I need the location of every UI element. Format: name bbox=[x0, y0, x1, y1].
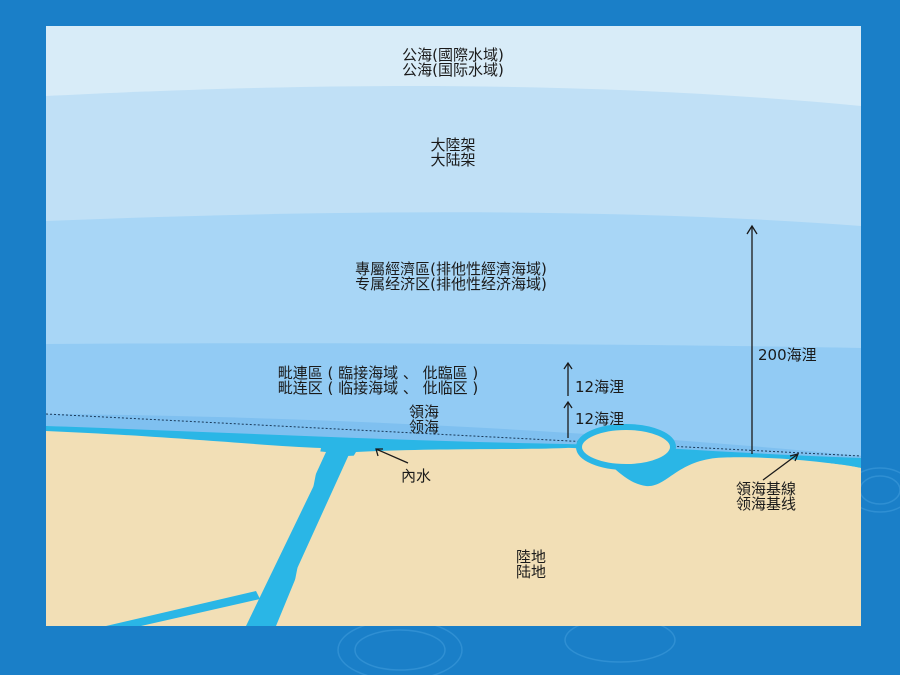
eez-label-traditional: 專屬經濟區(排他性經濟海域) bbox=[355, 260, 547, 278]
land-area-main bbox=[276, 452, 861, 626]
diagram-graphics bbox=[46, 86, 861, 626]
eez-label: 專屬經濟區(排他性經濟海域) 专属经济区(排他性经济海域) bbox=[251, 262, 651, 292]
territorial-sea-label-traditional: 領海 bbox=[408, 403, 439, 421]
contiguous-distance-label: 12海浬 bbox=[575, 378, 625, 396]
territorial-arrow-head bbox=[563, 400, 573, 409]
territorial-sea-label-simplified: 领海 bbox=[408, 418, 439, 436]
baseline-pointer bbox=[762, 453, 799, 481]
territorial-distance-label: 12海浬 bbox=[575, 410, 625, 428]
contiguous-zone-label-simplified: 毗连区 ( 临接海域 、 仳临区 ) bbox=[277, 379, 479, 397]
territorial-sea-outer-dashed-line bbox=[46, 413, 861, 457]
land-area-west bbox=[46, 434, 326, 626]
continental-shelf-label-simplified: 大陆架 bbox=[430, 151, 476, 169]
internal-waters-label: 內水 bbox=[381, 469, 451, 484]
contiguous-arrow-head bbox=[563, 361, 573, 370]
land-label: 陸地 陆地 bbox=[491, 550, 571, 580]
territorial-sea-label: 領海 领海 bbox=[384, 405, 464, 435]
baseline-label: 領海基線 领海基线 bbox=[686, 482, 846, 512]
baseline-pointer-head bbox=[789, 453, 800, 462]
high-seas-label: 公海(國際水域) 公海(国际水域) bbox=[333, 48, 573, 78]
baseline-label-traditional: 領海基線 bbox=[735, 480, 796, 498]
continental-shelf-label-traditional: 大陸架 bbox=[430, 136, 476, 154]
contiguous-zone-label-traditional: 毗連區 ( 臨接海域 、 仳臨區 ) bbox=[277, 364, 479, 382]
high-seas-label-simplified: 公海(国际水域) bbox=[402, 61, 504, 79]
continental-shelf-label: 大陸架 大陆架 bbox=[393, 138, 513, 168]
internal-waters-pointer bbox=[375, 448, 409, 464]
land-label-simplified: 陆地 bbox=[515, 563, 546, 581]
river-main bbox=[246, 450, 351, 626]
eez-label-simplified: 专属经济区(排他性经济海域) bbox=[355, 275, 547, 293]
river-branch bbox=[106, 591, 260, 626]
baseline-label-simplified: 领海基线 bbox=[735, 495, 796, 513]
land-label-traditional: 陸地 bbox=[515, 548, 546, 566]
eez-distance-label: 200海浬 bbox=[758, 346, 817, 364]
internal-waters-pointer-head bbox=[375, 448, 383, 457]
internal-waters-label-text: 內水 bbox=[400, 467, 431, 485]
contiguous-zone-label: 毗連區 ( 臨接海域 、 仳臨區 ) 毗连区 ( 临接海域 、 仳临区 ) bbox=[196, 366, 560, 396]
offshore-island bbox=[576, 424, 676, 470]
eez-arrow-head bbox=[746, 224, 758, 235]
maritime-zones-diagram: 公海(國際水域) 公海(国际水域) 大陸架 大陆架 專屬經濟區(排他性經濟海域)… bbox=[46, 26, 861, 626]
high-seas-label-traditional: 公海(國際水域) bbox=[402, 46, 504, 64]
